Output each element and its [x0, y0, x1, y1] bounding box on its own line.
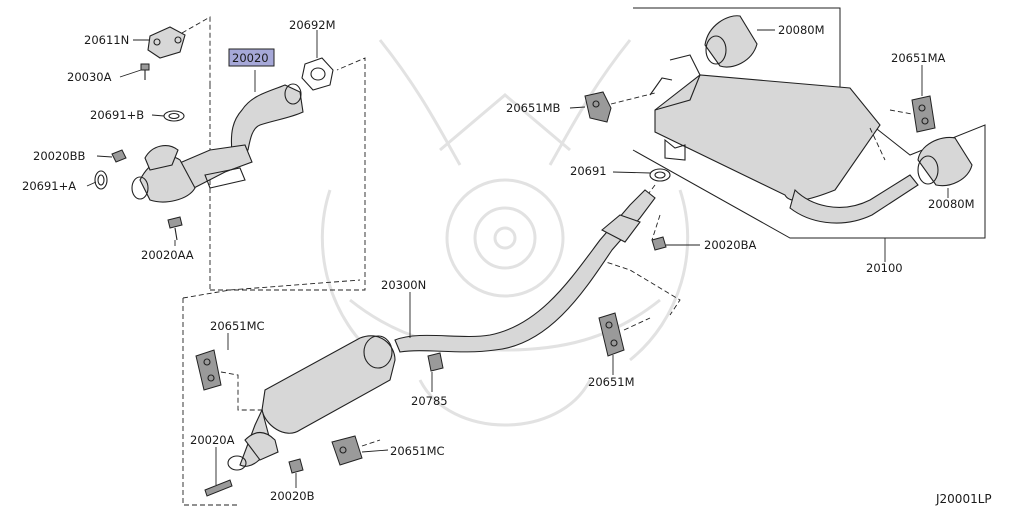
part-20651MB-hanger[interactable] [584, 91, 612, 123]
label-20100[interactable]: 20100 [866, 261, 903, 275]
part-20030A-bolt[interactable] [140, 63, 150, 80]
part-pre-muffler[interactable] [239, 335, 396, 467]
label-20020A[interactable]: 20020A [190, 433, 235, 447]
part-20020A-gasket[interactable] [204, 455, 247, 497]
part-20020B-nut[interactable] [288, 458, 304, 474]
highlight-box [228, 48, 275, 67]
part-20020AA-stud[interactable] [167, 216, 183, 241]
part-20691B-gasket[interactable] [163, 110, 185, 122]
part-20100-main-muffler[interactable] [649, 54, 919, 224]
front-group [86, 16, 366, 291]
label-20030A[interactable]: 20030A [67, 70, 112, 84]
label-20020BB[interactable]: 20020BB [33, 149, 85, 163]
label-20785[interactable]: 20785 [411, 394, 448, 408]
label-20020AA[interactable]: 20020AA [141, 248, 194, 262]
label-20300N[interactable]: 20300N [381, 278, 426, 292]
label-20080M-right[interactable]: 20080M [928, 197, 975, 211]
label-20651MC-bottom[interactable]: 20651MC [390, 444, 445, 458]
label-20080M-top[interactable]: 20080M [778, 23, 825, 37]
label-20651MA[interactable]: 20651MA [891, 51, 946, 65]
part-20651MA-hanger[interactable] [911, 95, 936, 133]
part-20651M-hanger[interactable] [598, 312, 625, 357]
label-20020B[interactable]: 20020B [270, 489, 315, 503]
diagram-code: J20001LP [935, 492, 992, 506]
label-20651MC-left[interactable]: 20651MC [210, 319, 265, 333]
part-20651MC-hanger-left[interactable] [195, 349, 222, 391]
part-20020BB-nut[interactable] [111, 149, 127, 163]
label-20651M[interactable]: 20651M [588, 375, 635, 389]
part-20692M-gasket[interactable] [301, 57, 334, 91]
part-20020BA-nut[interactable] [651, 236, 667, 251]
label-20691A[interactable]: 20691+A [22, 179, 76, 193]
part-20080M-tip-right[interactable] [917, 136, 973, 187]
part-labels: 20611N 20030A 20020 20692M 20691+B 20020… [22, 18, 992, 506]
part-20691-gasket[interactable] [649, 168, 671, 182]
part-20611N-insulator[interactable] [147, 26, 186, 59]
label-20020BA[interactable]: 20020BA [704, 238, 756, 252]
part-20020-catalytic-pipe[interactable] [131, 83, 304, 203]
part-20691A-gasket[interactable] [94, 170, 108, 190]
label-20651MB[interactable]: 20651MB [506, 101, 561, 115]
label-20691[interactable]: 20691 [570, 164, 607, 178]
label-20692M[interactable]: 20692M [289, 18, 336, 32]
center-group [182, 189, 656, 506]
part-20080M-tip-top[interactable] [704, 15, 758, 68]
label-20691B[interactable]: 20691+B [90, 108, 144, 122]
rear-group [569, 7, 986, 316]
part-20785-bracket[interactable] [427, 352, 444, 372]
part-20651MC-hanger-bottom[interactable] [331, 435, 363, 466]
label-20020[interactable]: 20020 [232, 51, 269, 65]
part-20300N-center-pipe[interactable] [394, 189, 656, 353]
label-20611N[interactable]: 20611N [84, 33, 129, 47]
